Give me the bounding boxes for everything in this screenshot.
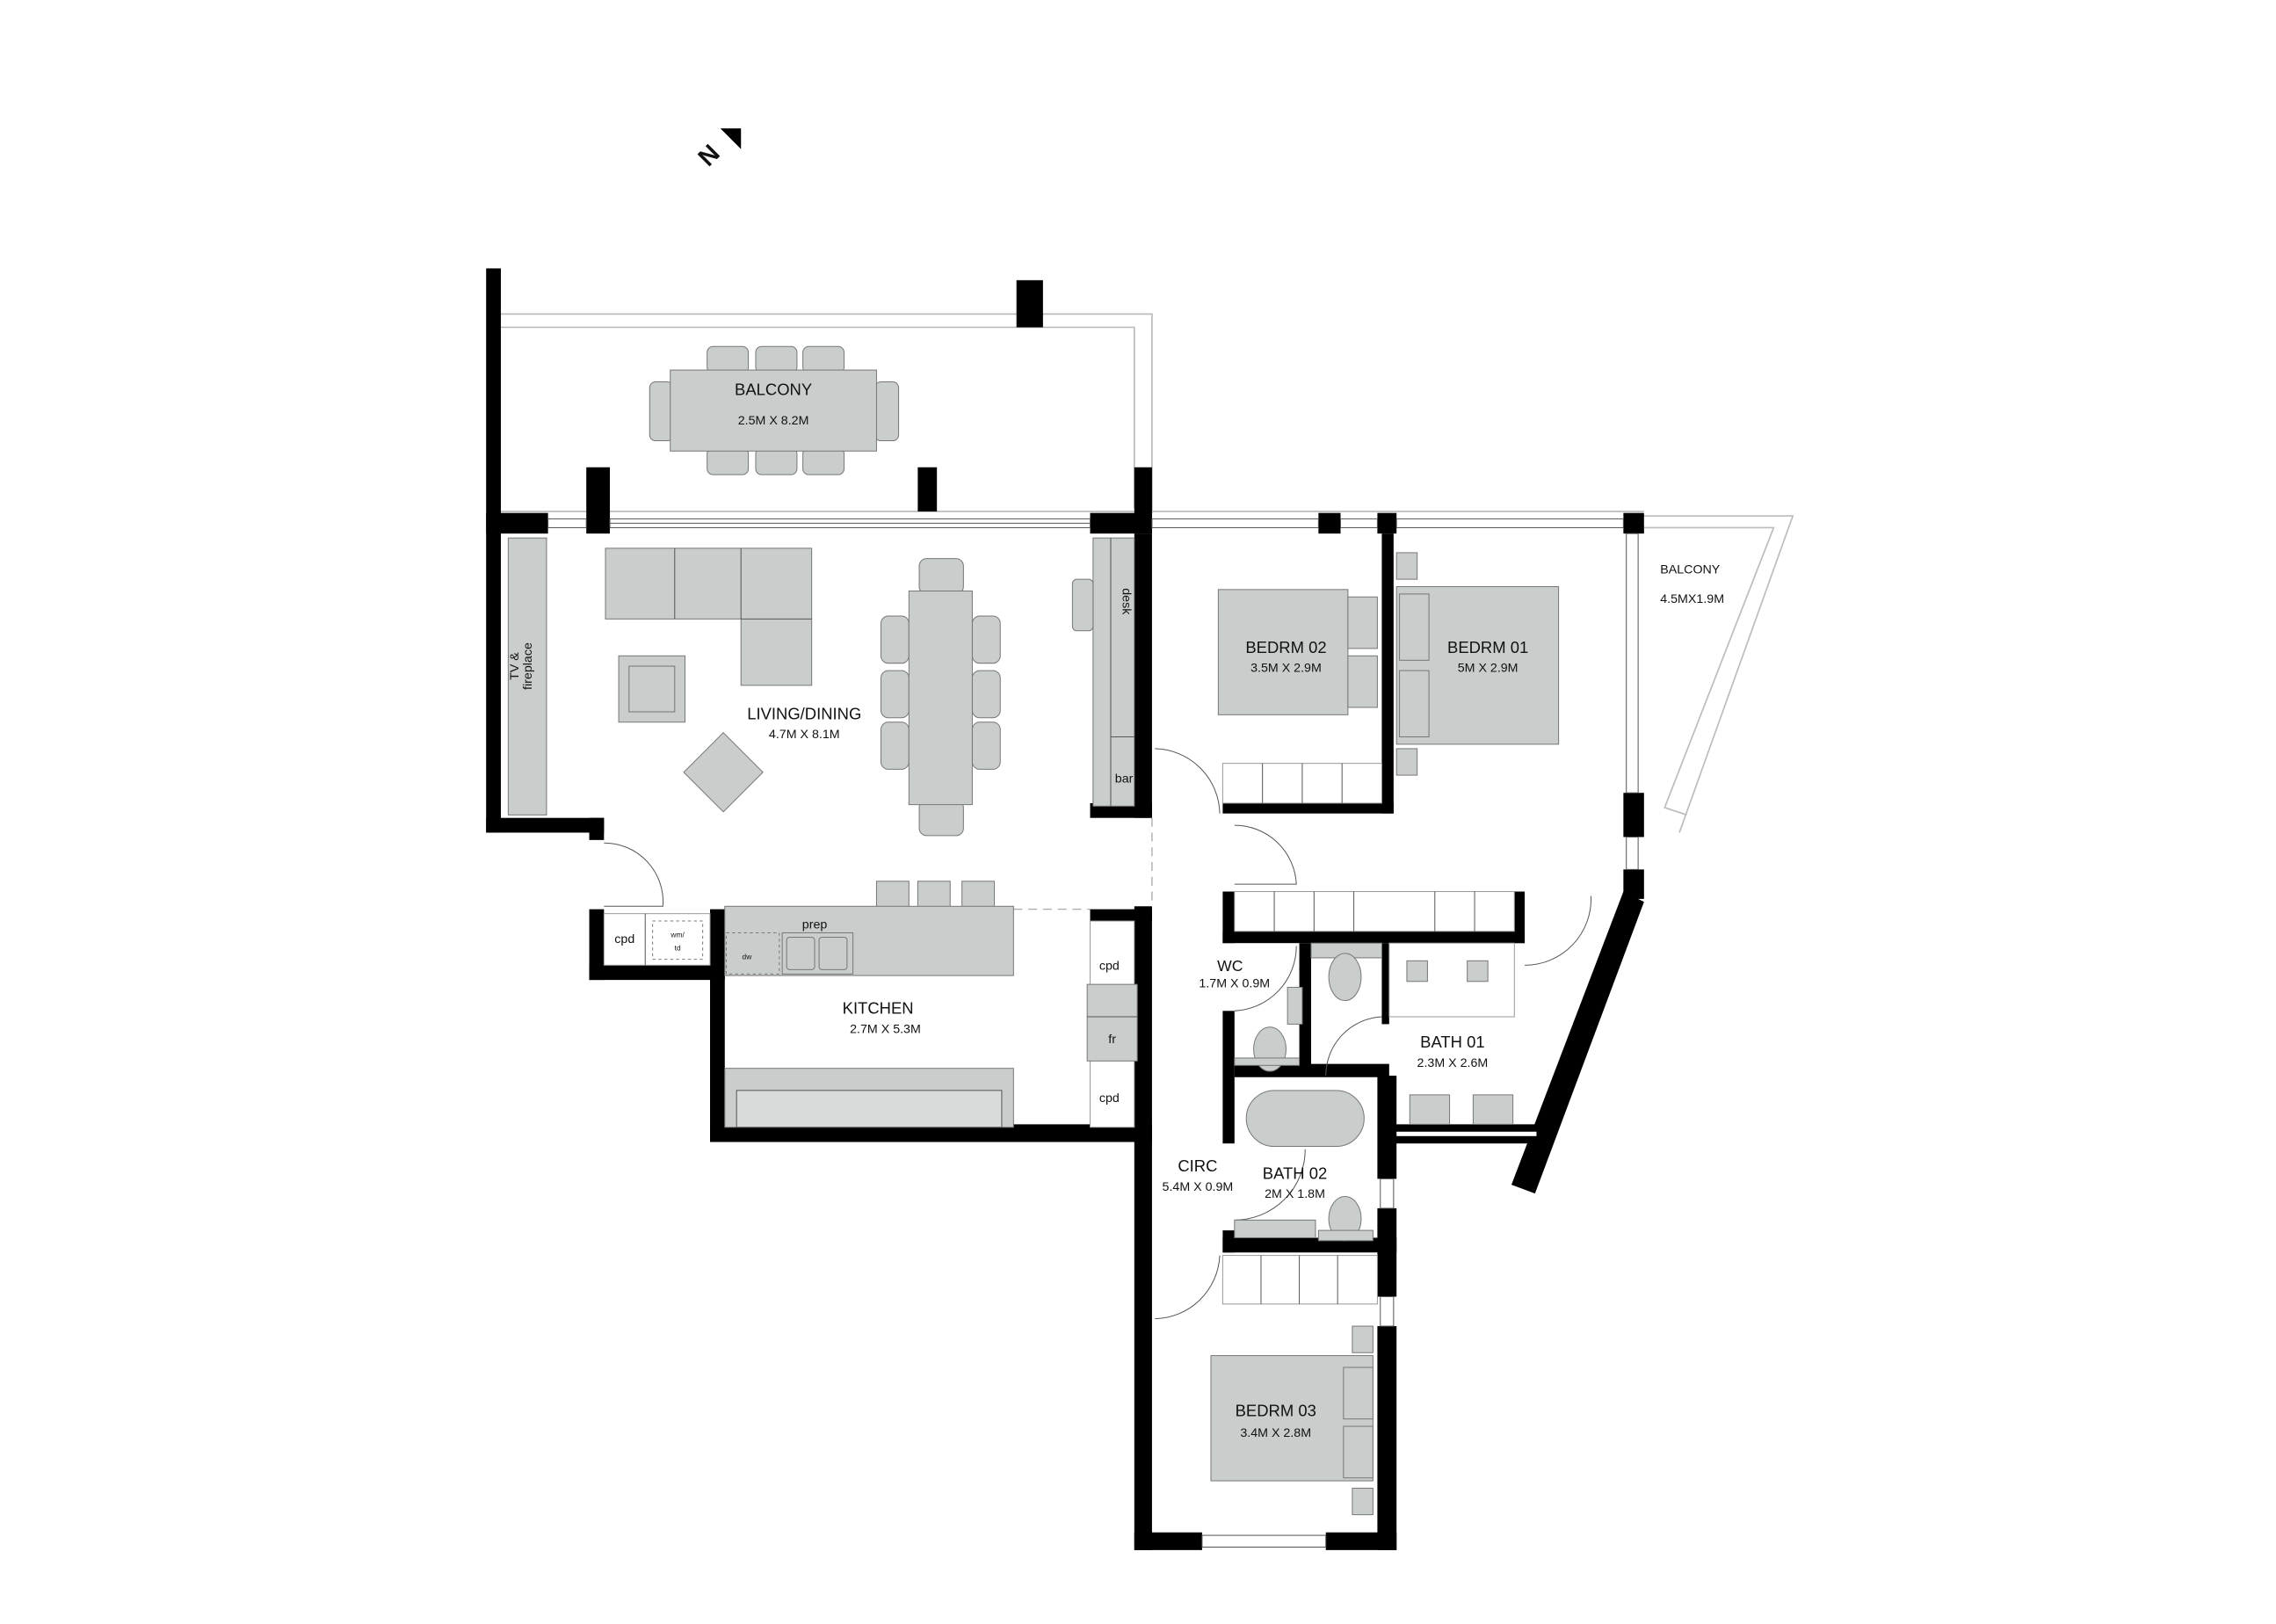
room-label-kitchen: KITCHEN [843, 999, 914, 1018]
room-label-bath02: BATH 02 [1263, 1164, 1327, 1182]
bar-label: bar [1115, 772, 1134, 786]
room-label-bath01: BATH 01 [1420, 1033, 1484, 1051]
wm-td-label-2: td [675, 944, 681, 953]
room-size-circ: 5.4M X 0.9M [1163, 1180, 1234, 1194]
side-balcony-outline [1643, 515, 1794, 833]
room-size-living: 4.7M X 8.1M [769, 728, 840, 742]
room-label-circ: CIRC [1178, 1156, 1217, 1175]
room-size-bedrm02: 3.5M X 2.9M [1250, 662, 1322, 676]
room-label-wc: WC [1217, 957, 1243, 975]
room-size-balcony: 2.5M X 8.2M [738, 414, 809, 428]
bedroom-furniture [1217, 552, 1560, 932]
dw-label: dw [743, 953, 753, 961]
svg-text:N: N [692, 139, 725, 171]
room-label-side-balcony: BALCONY [1660, 562, 1721, 576]
cpd-upper-label: cpd [1099, 959, 1120, 973]
windows [547, 518, 1639, 1548]
bedroom03-furniture [1210, 1255, 1378, 1516]
room-size-bedrm01: 5M X 2.9M [1458, 662, 1519, 676]
room-size-bath02: 2M X 1.8M [1265, 1187, 1325, 1201]
room-size-kitchen: 2.7M X 5.3M [850, 1022, 921, 1036]
desk-label: desk [1119, 588, 1133, 615]
bathroom-fixtures [1234, 942, 1515, 1242]
room-label-bedrm01: BEDRM 01 [1447, 638, 1528, 656]
door-swings [604, 748, 1591, 1320]
cpd-lower-label: cpd [1099, 1091, 1120, 1106]
fridge-label: fr [1108, 1033, 1116, 1047]
room-size-wc: 1.7M X 0.9M [1199, 976, 1270, 990]
room-label-balcony: BALCONY [735, 381, 812, 399]
main-balcony-outline [500, 313, 1644, 513]
tv-fireplace-label-1: TV & [508, 652, 522, 680]
room-size-bath01: 2.3M X 2.6M [1417, 1056, 1489, 1070]
room-size-side-balcony: 4.5MX1.9M [1660, 592, 1724, 606]
room-size-bedrm03: 3.4M X 2.8M [1240, 1426, 1311, 1440]
cpd-laundry-label: cpd [614, 932, 634, 946]
wm-td-label-1: wm/ [670, 930, 685, 939]
prep-label: prep [802, 917, 828, 932]
north-arrow-icon: N [692, 128, 742, 172]
living-furniture [507, 537, 1135, 837]
room-label-living: LIVING/DINING [747, 704, 861, 722]
room-label-bedrm02: BEDRM 02 [1245, 638, 1326, 656]
room-label-bedrm03: BEDRM 03 [1236, 1401, 1316, 1419]
balcony-dining-set [649, 345, 900, 475]
kitchen-fixtures [603, 881, 1138, 1128]
tv-fireplace-label-2: fireplace [521, 642, 535, 690]
